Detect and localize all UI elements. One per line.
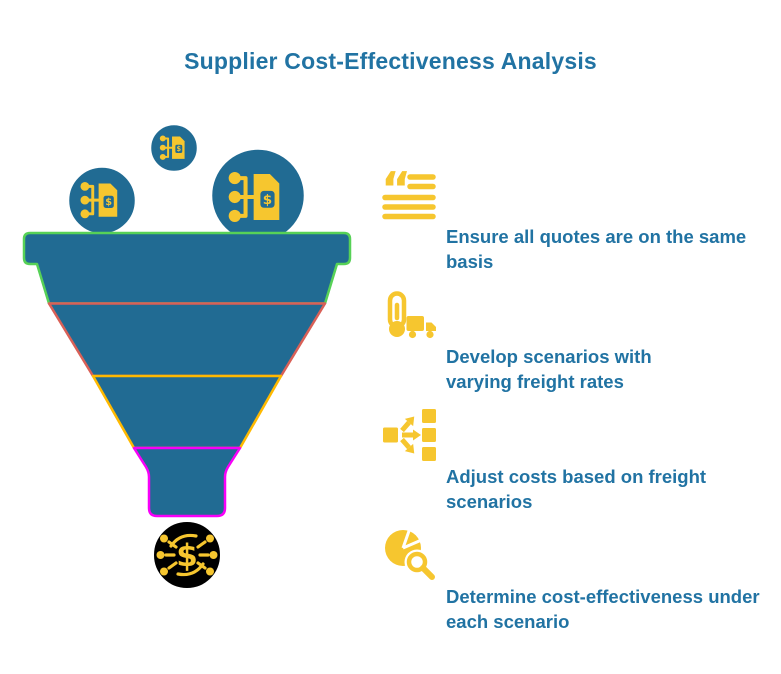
step-4-icon: [382, 527, 438, 583]
funnel-stage-1: [22, 231, 352, 305]
thermometer-truck-icon: [387, 291, 436, 339]
money-network-icon: $: [156, 533, 218, 577]
quote-lines-icon: “: [381, 169, 436, 220]
step-4-label: Determine cost-effectiveness under each …: [446, 586, 760, 632]
step-1-icon: “: [381, 169, 437, 221]
step-3-label: Adjust costs based on freight scenarios: [446, 466, 707, 512]
funnel-stage-4: [132, 446, 242, 518]
step-2-label: Develop scenarios with varying freight r…: [446, 346, 652, 392]
currency-glyph: $: [176, 538, 198, 574]
pie-magnifier-icon: [385, 529, 435, 580]
step-2-icon: [381, 290, 439, 342]
page-title: Supplier Cost-Effectiveness Analysis: [184, 48, 597, 74]
funnel: [22, 231, 352, 518]
outlet-circle: [150, 518, 224, 592]
step-1-label: Ensure all quotes are on the same basis: [446, 226, 747, 272]
branch-arrows-icon: [383, 409, 436, 461]
step-3-icon: [382, 407, 438, 463]
input-bubbles: [65, 121, 308, 245]
funnel-stage-2: [47, 302, 327, 378]
funnel-stage-3: [91, 374, 283, 450]
funnel-outlet: $: [150, 518, 224, 592]
